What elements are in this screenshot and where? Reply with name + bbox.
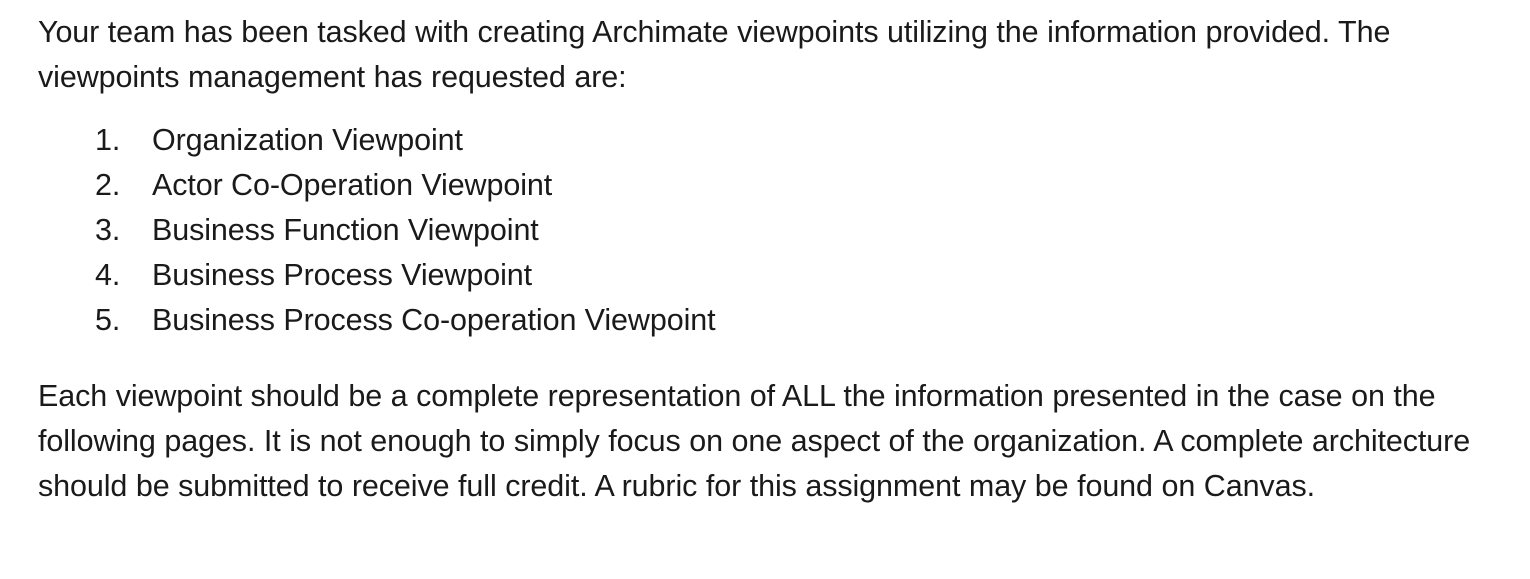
list-item: 2. Actor Co-Operation Viewpoint [38,163,1506,208]
list-item-marker: 3. [95,213,121,247]
list-item-label: Actor Co-Operation Viewpoint [152,168,553,202]
list-item-marker: 4. [95,258,121,292]
list-item-marker: 2. [95,168,121,202]
list-item-label: Business Process Co-operation Viewpoint [152,303,716,337]
list-item-marker: 1. [95,123,121,157]
closing-paragraph: Each viewpoint should be a complete repr… [38,379,1471,503]
list-item: 5. Business Process Co-operation Viewpoi… [38,298,1506,343]
intro-paragraph: Your team has been tasked with creating … [38,15,1391,94]
list-item-label: Organization Viewpoint [152,123,463,157]
list-item-label: Business Function Viewpoint [152,213,539,247]
list-item: 1. Organization Viewpoint [38,118,1506,163]
list-item: 4. Business Process Viewpoint [38,253,1506,298]
list-item-label: Business Process Viewpoint [152,258,532,292]
viewpoint-list: 1. Organization Viewpoint 2. Actor Co-Op… [38,100,1506,343]
list-item-marker: 5. [95,303,121,337]
list-item: 3. Business Function Viewpoint [38,208,1506,253]
